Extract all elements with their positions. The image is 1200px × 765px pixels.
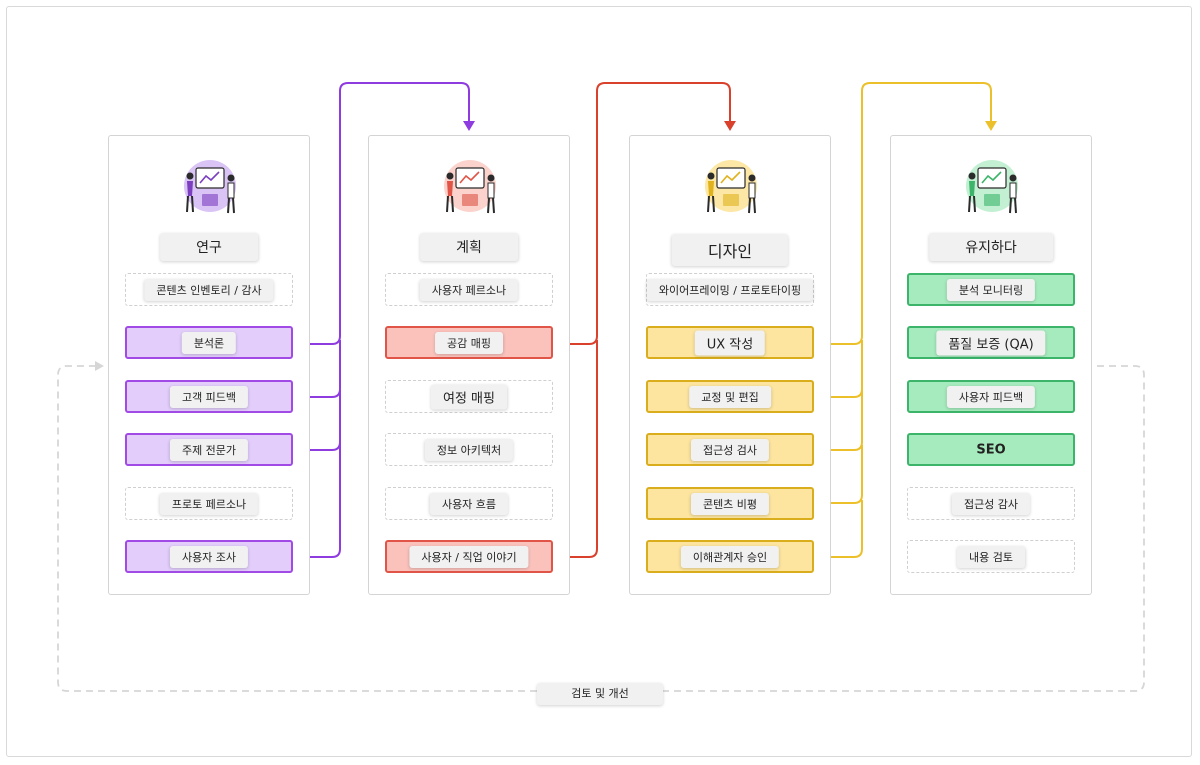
activity-card[interactable]: 정보 아키텍처 (385, 433, 553, 466)
research-to-plan-connectors (295, 82, 470, 558)
activity-card[interactable]: 분석 모니터링 (907, 273, 1075, 306)
activity-card[interactable]: 사용자 / 직업 이야기 (385, 540, 553, 573)
activity-label: 콘텐츠 비평 (690, 492, 770, 515)
activity-label: 이해관계자 승인 (680, 545, 780, 568)
stage-title: 계획 (420, 233, 518, 261)
activity-card[interactable]: 접근성 감사 (907, 487, 1075, 520)
activity-label: 정보 아키텍처 (424, 438, 514, 461)
review-loop-label: 검토 및 개선 (537, 683, 663, 705)
activity-card[interactable]: 여정 매핑 (385, 380, 553, 413)
activity-card[interactable]: UX 작성 (646, 326, 814, 359)
people-reviewing-charts-illustration (174, 156, 246, 220)
activity-label: 고객 피드백 (169, 385, 249, 408)
plan-to-design-connectors (556, 82, 731, 558)
activity-label: SEO (976, 442, 1006, 457)
activity-card[interactable]: 사용자 페르소나 (385, 273, 553, 306)
activity-card[interactable]: 사용자 피드백 (907, 380, 1075, 413)
stage-title: 디자인 (671, 234, 789, 266)
activity-label: 콘텐츠 인벤토리 / 감사 (144, 278, 274, 301)
activity-label: 교정 및 편집 (689, 385, 771, 408)
people-planning-at-board-illustration (434, 156, 506, 220)
activity-label: 분석론 (181, 331, 237, 354)
stage-title: 유지하다 (929, 233, 1053, 261)
activity-label: 접근성 감사 (951, 492, 1031, 515)
activity-card[interactable]: 콘텐츠 비평 (646, 487, 814, 520)
activity-label: 프로토 페르소나 (159, 492, 259, 515)
activity-label: 분석 모니터링 (946, 278, 1036, 301)
activity-card[interactable]: 고객 피드백 (125, 380, 293, 413)
activity-card[interactable]: 콘텐츠 인벤토리 / 감사 (125, 273, 293, 306)
activity-card[interactable]: 내용 검토 (907, 540, 1075, 573)
activity-card[interactable]: 품질 보증 (QA) (907, 326, 1075, 359)
activity-label: 공감 매핑 (435, 331, 503, 354)
activity-label: 사용자 조사 (169, 545, 249, 568)
activity-card[interactable]: 프로토 페르소나 (125, 487, 293, 520)
activity-card[interactable]: 공감 매핑 (385, 326, 553, 359)
activity-card[interactable]: 이해관계자 승인 (646, 540, 814, 573)
activity-label: 와이어프레이밍 / 프로토타이핑 (646, 278, 814, 301)
activity-label: 주제 전문가 (169, 438, 249, 461)
stage-title: 연구 (160, 233, 258, 261)
diagram-frame (6, 6, 1192, 757)
activity-label: 사용자 흐름 (429, 492, 509, 515)
plan-arrowhead (463, 121, 475, 131)
activity-label: 사용자 피드백 (946, 385, 1036, 408)
activity-card[interactable]: 분석론 (125, 326, 293, 359)
activity-label: 접근성 검사 (690, 438, 770, 461)
activity-card[interactable]: 와이어프레이밍 / 프로토타이핑 (646, 273, 814, 306)
activity-label: 사용자 / 직업 이야기 (409, 545, 529, 568)
activity-card[interactable]: 접근성 검사 (646, 433, 814, 466)
activity-card[interactable]: 교정 및 편집 (646, 380, 814, 413)
activity-card[interactable]: 사용자 흐름 (385, 487, 553, 520)
review-loop-connector (57, 365, 1145, 692)
activity-label: 여정 매핑 (431, 384, 507, 409)
activity-label: 품질 보증 (QA) (936, 330, 1046, 355)
activity-label: UX 작성 (694, 330, 766, 355)
activity-card[interactable]: 주제 전문가 (125, 433, 293, 466)
activity-label: 내용 검토 (957, 545, 1025, 568)
activity-label: 사용자 페르소나 (419, 278, 519, 301)
activity-card[interactable]: 사용자 조사 (125, 540, 293, 573)
design-arrowhead (724, 121, 736, 131)
people-maintaining-dashboard-illustration (956, 156, 1028, 220)
maintain-arrowhead (985, 121, 997, 131)
design-to-maintain-connectors (816, 82, 992, 558)
review-loop-arrowhead (95, 361, 104, 371)
activity-card[interactable]: SEO (907, 433, 1075, 466)
designer-at-laptop-illustration (695, 156, 767, 220)
